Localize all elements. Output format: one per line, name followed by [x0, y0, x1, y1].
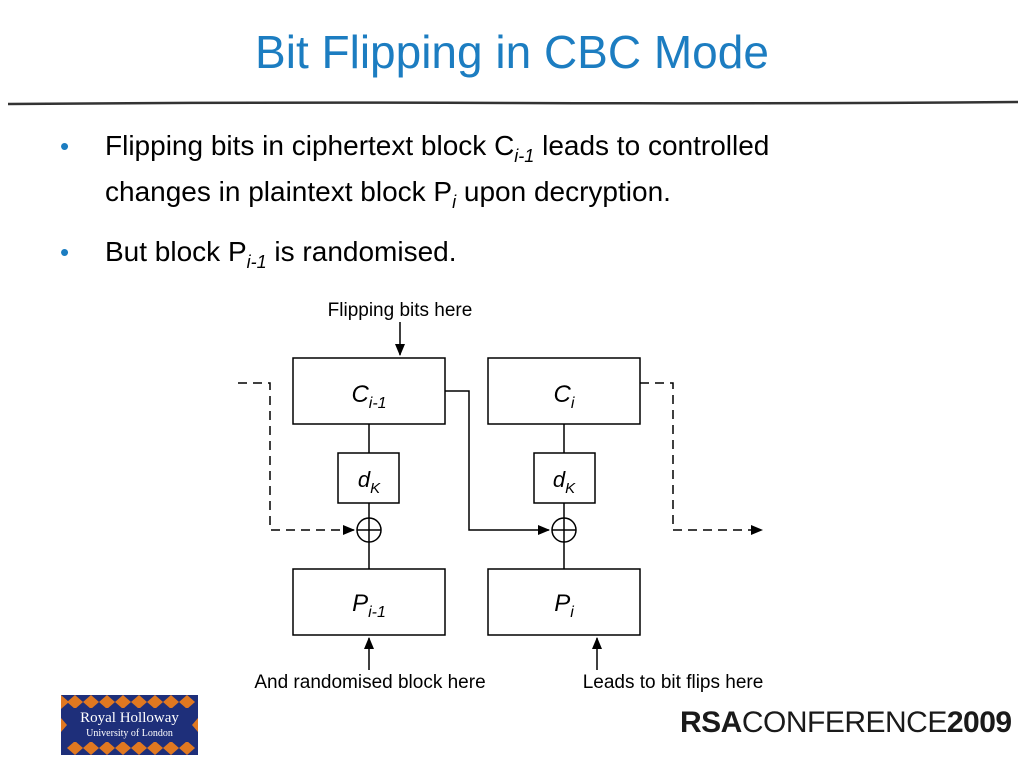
bullet-2-text-b: is randomised.: [266, 236, 457, 267]
bullet-1-subscript-a: i-1: [514, 146, 535, 166]
rsa-conference-logo: RSACONFERENCE2009: [680, 700, 1012, 745]
bullet-2-text-a: But block P: [105, 236, 247, 267]
bullet-1-text-a: Flipping bits in ciphertext block C: [105, 130, 515, 161]
block-c-cur: [487, 357, 641, 425]
block-c-prev: [292, 357, 446, 425]
bullet-2-subscript: i-1: [246, 252, 267, 272]
block-c-prev-label: Ci-1: [351, 381, 386, 412]
block-decrypt-right: [533, 452, 596, 504]
block-p-prev-label: Pi-1: [352, 590, 386, 621]
block-p-cur: [487, 568, 641, 636]
chain-arrow-c-prev-to-xor: [445, 390, 550, 535]
bullet-1-line-1: Flipping bits in ciphertext block Ci-1 l…: [105, 128, 960, 174]
bullet-1-text-b: leads to controlled: [534, 130, 770, 161]
annotation-flipping-bits: Flipping bits here: [328, 300, 473, 321]
block-decrypt-right-label: dK: [553, 467, 576, 497]
annotation-bit-flips: Leads to bit flips here: [583, 672, 764, 693]
xor-right-icon: [551, 517, 577, 543]
bullet-1-text-c: changes in plaintext block P: [105, 176, 453, 207]
bullet-1-text-d: upon decryption.: [456, 176, 671, 207]
royal-holloway-wordmark: Royal Holloway University of London: [71, 708, 188, 742]
bullet-item-1: • Flipping bits in ciphertext block Ci-1…: [60, 128, 960, 220]
slide-title: Bit Flipping in CBC Mode: [255, 26, 769, 78]
block-decrypt-left-label: dK: [358, 467, 381, 497]
block-p-prev: [292, 568, 446, 636]
rsa-year: 2009: [946, 706, 1012, 739]
rhul-line-1: Royal Holloway: [80, 710, 179, 726]
annotation-randomised-block: And randomised block here: [254, 672, 485, 693]
bullet-2-line: But block Pi-1 is randomised.: [105, 234, 960, 280]
rhul-line-2: University of London: [86, 728, 173, 739]
chain-arrow-outgoing: [640, 382, 763, 535]
royal-holloway-logo: Royal Holloway University of London: [61, 695, 198, 755]
xor-left-icon: [356, 517, 382, 543]
rsa-brand: RSA: [680, 706, 742, 739]
bullet-1-line-2: changes in plaintext block Pi upon decry…: [105, 174, 960, 220]
block-c-cur-label: Ci: [554, 381, 575, 412]
bullet-dot: •: [60, 131, 70, 161]
bullet-list: • Flipping bits in ciphertext block Ci-1…: [60, 128, 960, 294]
bullet-dot: •: [60, 237, 70, 267]
bullet-item-2: • But block Pi-1 is randomised.: [60, 234, 960, 280]
block-decrypt-left: [337, 452, 400, 504]
chain-arrow-incoming: [238, 382, 355, 535]
rsa-conference-word: CONFERENCE: [741, 706, 948, 739]
bullet-1-subscript-b: i: [452, 192, 457, 212]
block-p-cur-label: Pi: [554, 590, 574, 621]
title-divider: [8, 100, 1018, 106]
